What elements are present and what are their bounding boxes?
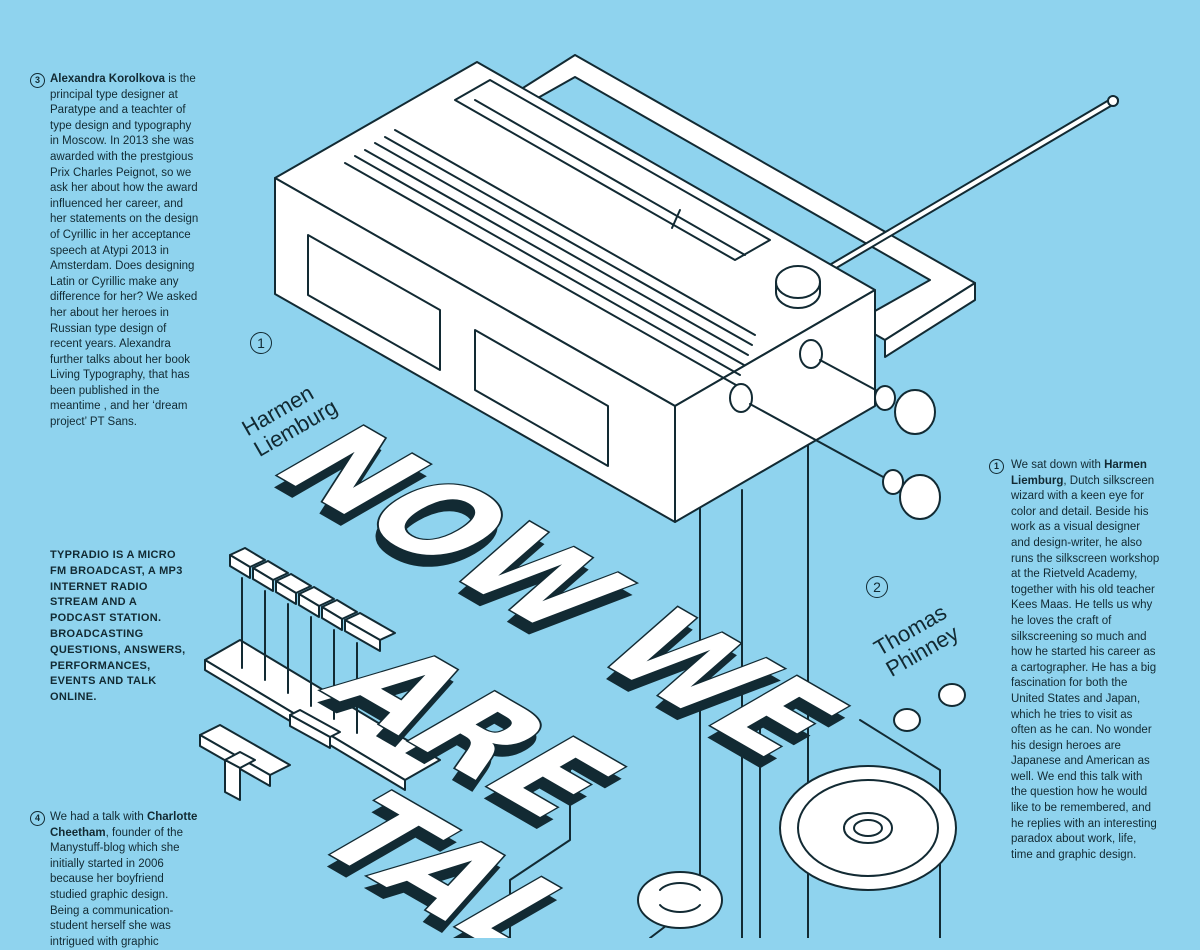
tuning-window: [454, 79, 771, 261]
front-slot-right: [474, 329, 609, 467]
side-jack-2: [729, 383, 753, 413]
article-3-name: Alexandra Korolkova: [50, 73, 166, 85]
small-knob-1: [938, 683, 966, 707]
headline-group: NOW WE NOW WE ARE ARE TAL TAL: [236, 406, 881, 938]
tuning-needle: [671, 209, 681, 229]
article-4-name: Charlotte Cheetham: [50, 811, 198, 839]
article-1-body: , Dutch silkscreen wizard with a keen ey…: [1011, 474, 1160, 861]
exploded-knob-1: [874, 385, 936, 435]
speaker-grille: [344, 129, 756, 386]
article-4-lead: We had a talk with: [50, 811, 147, 823]
typradio-intro: TYPRADIO IS A MICRO FM BROADCAST, A MP3 …: [50, 549, 186, 704]
bottom-knob: [637, 871, 723, 929]
article-3-number: 3: [30, 73, 45, 88]
loudspeaker: [779, 765, 957, 891]
speaker-2-number: 2: [866, 576, 888, 598]
t-shape-component: [199, 724, 291, 801]
exploded-knob-2: [882, 469, 941, 520]
small-knob-2: [893, 708, 921, 732]
article-1-name: Harmen Liemburg: [1011, 459, 1147, 487]
side-jack-1: [799, 339, 823, 369]
front-slot-left: [307, 234, 441, 371]
switch-keys: [229, 547, 396, 652]
wire-4: [509, 759, 571, 938]
speaker-1-number: 1: [250, 332, 272, 354]
article-1-lead: We sat down with: [1011, 459, 1105, 471]
radio-side: [674, 289, 876, 523]
article-1-text: We sat down with Harmen Liemburg, Dutch …: [1011, 458, 1161, 863]
article-1-number: 1: [989, 459, 1004, 474]
article-4-number: 4: [30, 811, 45, 826]
switch-rods: [241, 577, 358, 734]
antenna-tip: [1107, 95, 1119, 107]
tuning-scale: [474, 99, 746, 256]
wire-5: [859, 719, 941, 938]
top-knob: [775, 265, 821, 299]
article-3-body: is the principal type designer at Paraty…: [50, 73, 199, 429]
article-3-text: Alexandra Korolkova is the principal typ…: [50, 72, 200, 431]
